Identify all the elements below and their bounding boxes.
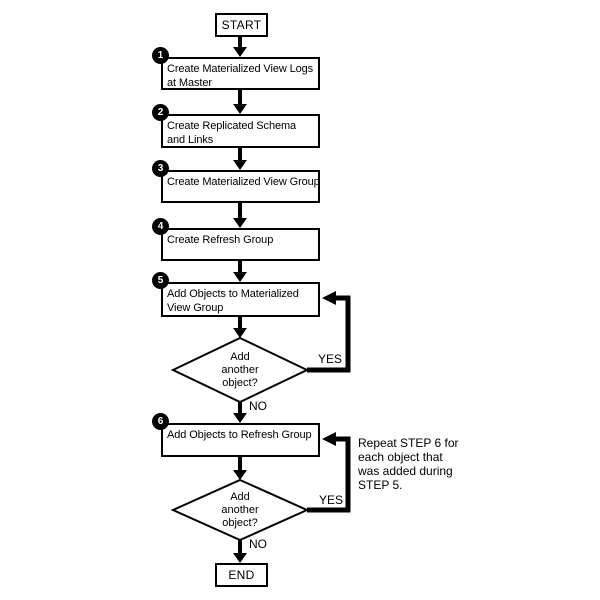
loop-arrow-1 (307, 291, 351, 373)
arrow-decision2-to-end (233, 540, 247, 563)
arrow-decision1-to-step6 (233, 402, 247, 423)
step-badge-6: 6 (152, 413, 169, 430)
arrow-step1-to-step2 (233, 90, 247, 114)
arrow-step3-to-step4 (233, 203, 247, 228)
decision-1-question: Add another object? (221, 351, 259, 389)
no-label-1: NO (249, 399, 267, 413)
end-node: END (215, 563, 268, 587)
step-badge-1: 1 (152, 47, 169, 64)
arrow-step4-to-step5 (233, 261, 247, 282)
arrow-start-to-step1 (233, 37, 247, 57)
process-box-1: Create Materialized View Logs at Master (161, 57, 320, 90)
start-label: START (221, 18, 262, 32)
start-node: START (215, 13, 268, 37)
process-box-4: Create Refresh Group (161, 228, 320, 261)
annotation-note: Repeat STEP 6 for each object that was a… (358, 436, 459, 492)
process-box-3: Create Materialized View Group (161, 170, 320, 203)
yes-label-1: YES (318, 352, 343, 366)
process-box-2: Create Replicated Schema and Links (161, 114, 320, 148)
arrow-step2-to-step3 (233, 148, 247, 170)
step-badge-3: 3 (152, 160, 169, 177)
decision-2-question: Add another object? (221, 491, 259, 529)
arrow-step6-to-decision2 (233, 457, 247, 480)
step-badge-5: 5 (152, 272, 169, 289)
process-box-6: Add Objects to Refresh Group (161, 423, 320, 457)
no-label-2: NO (249, 537, 267, 551)
loop-arrow-2 (307, 432, 351, 513)
step-badge-4: 4 (152, 218, 169, 235)
end-label: END (228, 568, 255, 582)
yes-label-2: YES (319, 493, 344, 507)
process-box-5: Add Objects to Materialized View Group (161, 282, 320, 317)
arrow-step5-to-decision1 (233, 317, 247, 338)
step-badge-2: 2 (152, 104, 169, 121)
